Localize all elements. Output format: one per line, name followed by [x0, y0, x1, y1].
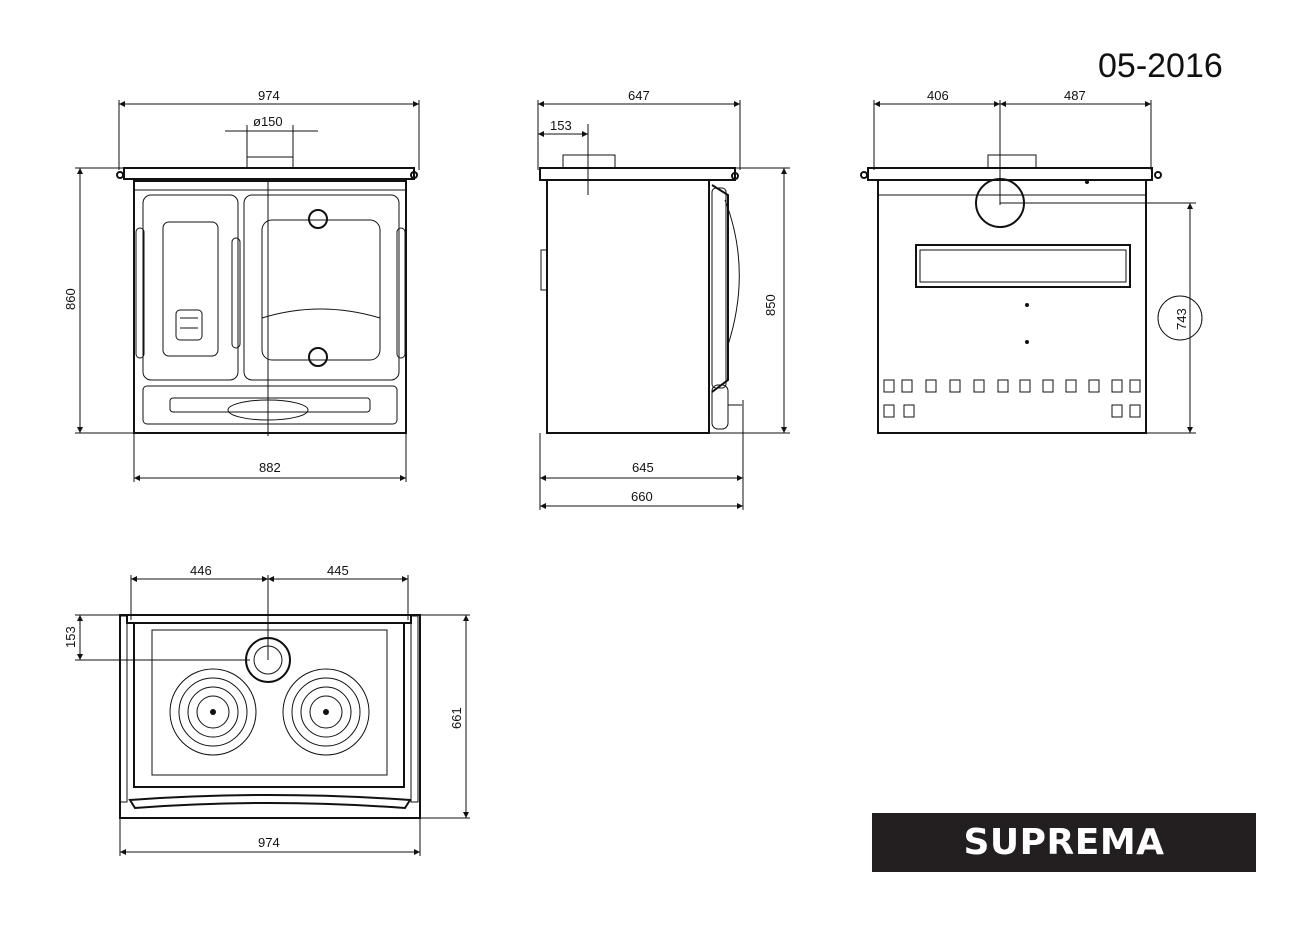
top-depth-label: 661 — [449, 707, 464, 729]
rear-left-width-label: 406 — [927, 88, 949, 103]
front-width-bottom-label: 882 — [259, 460, 281, 475]
front-view: 974 ø150 — [63, 88, 420, 482]
top-right-width-label: 445 — [327, 563, 349, 578]
side-flue-offset-label: 153 — [550, 118, 572, 133]
front-height-label: 860 — [63, 288, 78, 310]
side-height-label: 850 — [763, 294, 778, 316]
side-depth-total-label: 660 — [631, 489, 653, 504]
side-depth-inner-label: 645 — [632, 460, 654, 475]
front-flue-diameter-label: ø150 — [253, 114, 283, 129]
top-view: 446 445 153 661 — [63, 563, 470, 856]
front-width-top-label: 974 — [258, 88, 280, 103]
top-width-total-label: 974 — [258, 835, 280, 850]
top-flue-offset-label: 153 — [63, 626, 78, 648]
brand-name: SUPREMA — [963, 822, 1165, 863]
top-left-width-label: 446 — [190, 563, 212, 578]
side-view: 647 153 850 645 660 — [537, 88, 790, 510]
side-depth-top-label: 647 — [628, 88, 650, 103]
date-code: 05-2016 — [1098, 47, 1223, 85]
rear-flue-height-label: 743 — [1174, 308, 1189, 330]
rear-view: 406 487 — [860, 88, 1203, 434]
rear-right-width-label: 487 — [1064, 88, 1086, 103]
brand-banner: SUPREMA — [872, 813, 1256, 872]
